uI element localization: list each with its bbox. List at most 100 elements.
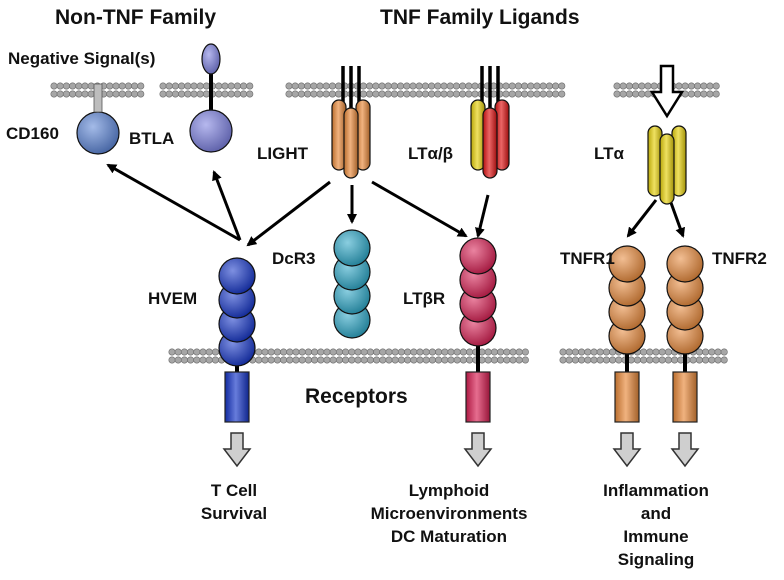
receptor-domain: [608, 245, 646, 283]
tnfr1-receptor: [608, 245, 646, 423]
lt-beta-r-label: LTβR: [403, 289, 446, 308]
membrane-bead: [165, 82, 173, 90]
membrane-bead: [335, 90, 343, 98]
membrane-bead: [178, 90, 186, 98]
membrane-bead: [508, 82, 516, 90]
membrane-bead: [658, 348, 666, 356]
cytoplasmic-domain: [465, 371, 491, 423]
membrane-bead: [702, 348, 710, 356]
receptors-heading: Receptors: [305, 385, 408, 408]
domain: [189, 109, 233, 153]
membrane-bead: [613, 82, 621, 90]
membrane-bead: [379, 356, 387, 364]
membrane-bead: [174, 348, 182, 356]
membrane-bead: [304, 348, 312, 356]
membrane-bead: [372, 82, 380, 90]
interaction-arrows: [106, 163, 685, 247]
membrane-bead: [416, 356, 424, 364]
membrane-bead: [428, 356, 436, 364]
membrane-bead: [571, 348, 579, 356]
membrane-bead: [211, 348, 219, 356]
membrane-bead: [459, 82, 467, 90]
membrane-bead: [708, 356, 716, 364]
membrane-bead: [69, 82, 77, 90]
membrane-bead: [168, 356, 176, 364]
membrane-bead: [565, 348, 573, 356]
membrane-bead: [227, 82, 235, 90]
membrane-bead: [50, 82, 58, 90]
membrane-bead: [397, 82, 405, 90]
membrane-bead: [366, 82, 374, 90]
membrane-bead: [118, 90, 126, 98]
membrane-bead: [202, 82, 210, 90]
membrane-bead: [385, 356, 393, 364]
membrane-bead: [484, 348, 492, 356]
non-tnf-family-heading: Non-TNF Family: [55, 6, 216, 29]
membrane-bead: [335, 82, 343, 90]
membrane-bead: [428, 90, 436, 98]
membrane-bead: [434, 90, 442, 98]
membrane-bead: [118, 82, 126, 90]
membrane-bead: [328, 90, 336, 98]
membrane-bead: [440, 90, 448, 98]
membrane-bead: [286, 348, 294, 356]
outcome-line: Survival: [200, 504, 268, 523]
membrane-bead: [131, 82, 139, 90]
membrane-bead: [706, 82, 714, 90]
membrane-bead: [527, 90, 535, 98]
membrane-bead: [378, 82, 386, 90]
membrane-bead: [112, 90, 120, 98]
membrane-bead: [694, 82, 702, 90]
lt-beta-r-signal-arrow: [463, 432, 493, 468]
membrane-bead: [640, 348, 648, 356]
membrane-bead: [646, 348, 654, 356]
membrane-bead: [190, 90, 198, 98]
membrane-bead: [466, 356, 474, 364]
membrane-bead: [233, 90, 241, 98]
membrane-bead: [75, 82, 83, 90]
membrane-bead: [348, 356, 356, 364]
arrow-light-to-lt-beta-r: [371, 180, 468, 238]
inflammation-outcome: Inflammation and Immune Signaling: [603, 479, 709, 571]
membrane-bead: [497, 356, 505, 364]
membrane-bead: [638, 90, 646, 98]
membrane-bead: [205, 348, 213, 356]
tnfr2-label: TNFR2: [712, 249, 767, 268]
membrane-bead: [571, 356, 579, 364]
membrane-bead: [317, 348, 325, 356]
membrane-bead: [404, 356, 412, 364]
membrane-bead: [291, 90, 299, 98]
membrane-bead: [267, 356, 275, 364]
membrane-bead: [171, 90, 179, 98]
membranes: [50, 82, 728, 364]
membrane-bead: [687, 90, 695, 98]
membrane-bead: [410, 348, 418, 356]
membrane-bead: [559, 356, 567, 364]
membrane-bead: [590, 356, 598, 364]
membrane-bead: [159, 82, 167, 90]
membrane-bead: [390, 90, 398, 98]
outcome-line: Lymphoid: [408, 481, 490, 500]
membrane-bead: [435, 348, 443, 356]
membrane-bead: [403, 90, 411, 98]
membrane-bead: [565, 356, 573, 364]
arrow-light-to-hvem: [246, 180, 331, 247]
membrane-bead: [292, 356, 300, 364]
membrane-bead: [292, 348, 300, 356]
hvem-label: HVEM: [148, 289, 198, 308]
receptor-domain: [459, 237, 497, 275]
membrane-bead: [435, 356, 443, 364]
lt-alpha-beta-ligand: [470, 66, 510, 179]
membrane-bead: [297, 90, 305, 98]
membrane-bead: [184, 90, 192, 98]
outcome-line: DC Maturation: [390, 527, 508, 546]
membrane-bead: [514, 82, 522, 90]
membrane-bead: [360, 348, 368, 356]
membrane-bead: [267, 348, 275, 356]
membrane-bead: [280, 348, 288, 356]
membrane-bead: [497, 348, 505, 356]
outcome-line: T Cell: [210, 481, 258, 500]
membrane-bead: [286, 356, 294, 364]
membrane-bead: [514, 90, 522, 98]
receptor-domain: [218, 257, 256, 295]
